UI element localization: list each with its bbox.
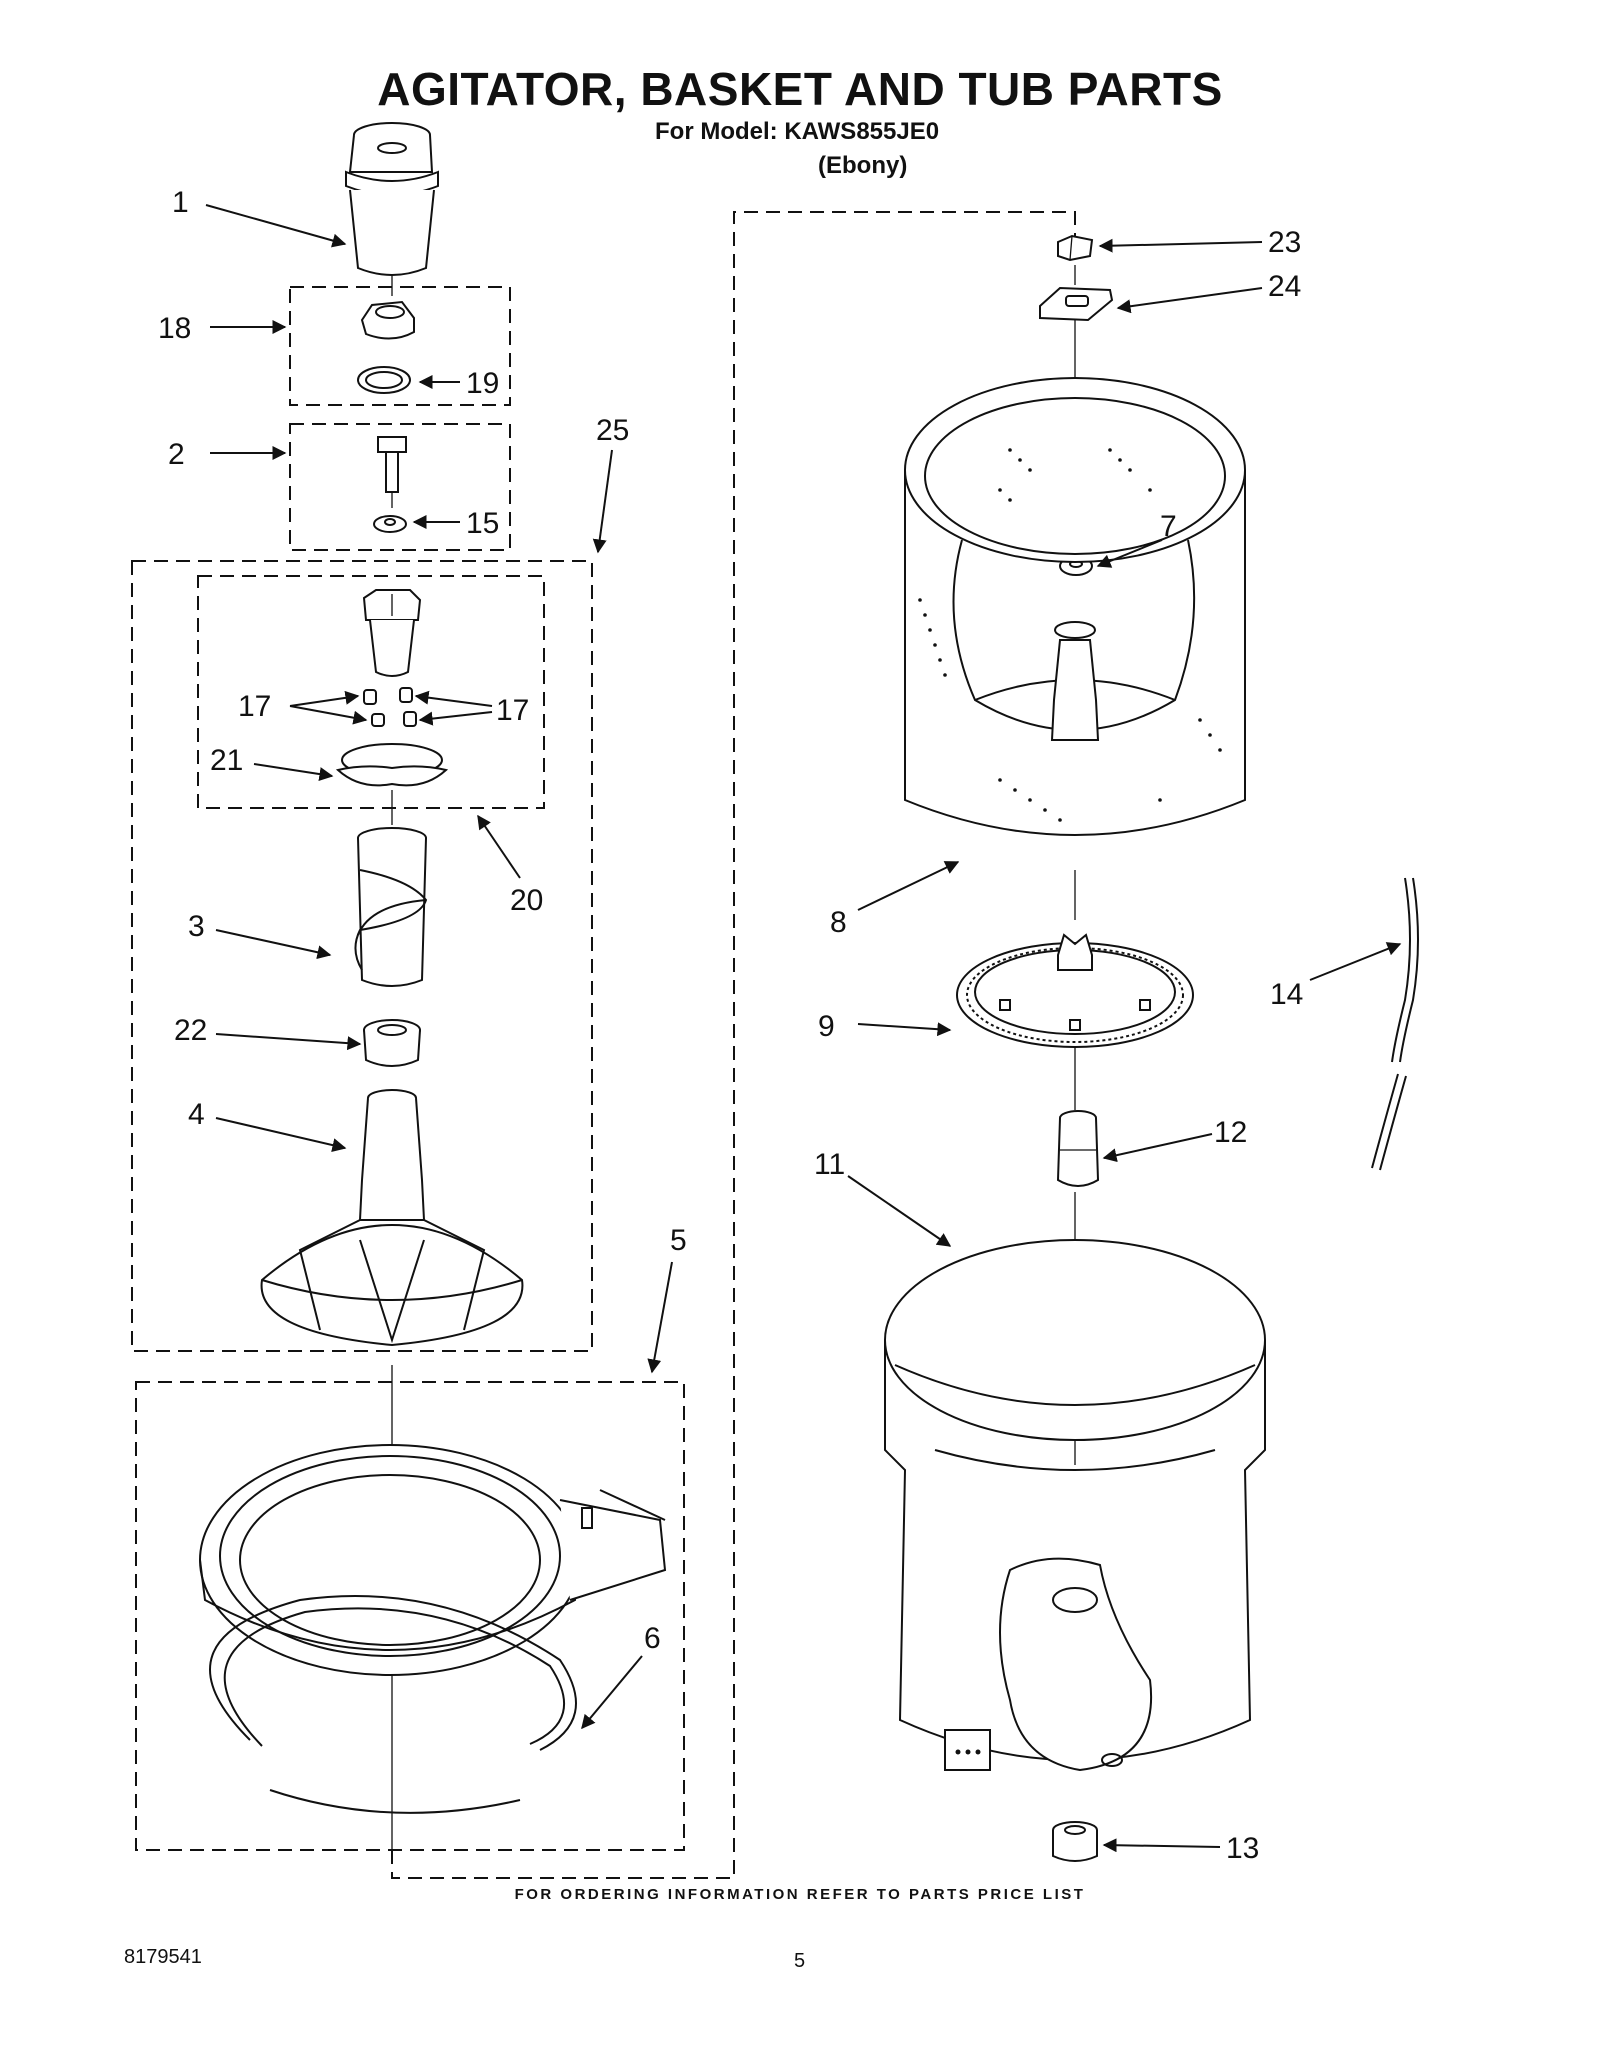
part-bearing <box>1056 1110 1100 1187</box>
group-box-2 <box>289 423 511 551</box>
group-box-25 <box>131 560 593 1352</box>
callout-19: 19 <box>466 367 499 400</box>
callout-1: 1 <box>172 186 189 219</box>
part-spin-basket <box>904 377 1246 836</box>
part-agitator-cap <box>345 122 439 276</box>
callout-8: 8 <box>830 906 847 939</box>
callout-6: 6 <box>644 1622 661 1655</box>
part-spacer <box>363 1019 421 1067</box>
model-line: For Model: KAWS855JE0 <box>655 118 940 145</box>
part-hose <box>1371 877 1419 1171</box>
callout-7: 7 <box>1160 510 1177 543</box>
callout-14: 14 <box>1270 978 1303 1011</box>
part-agitator-base <box>260 1089 524 1347</box>
part-balance-ring <box>956 933 1194 1048</box>
part-bolt <box>377 436 407 493</box>
callout-21: 21 <box>210 744 243 777</box>
part-auger <box>354 827 428 987</box>
callout-4: 4 <box>188 1098 205 1131</box>
callout-12: 12 <box>1214 1116 1247 1149</box>
leader-arrows <box>205 204 1402 1853</box>
callout-23: 23 <box>1268 226 1301 259</box>
callout-17-right: 17 <box>496 694 529 727</box>
page-number: 5 <box>794 1950 806 1972</box>
group-box-5 <box>135 1381 685 1851</box>
part-outer-tub <box>884 1239 1266 1772</box>
callout-2: 2 <box>168 438 185 471</box>
callout-18: 18 <box>158 312 191 345</box>
part-washer <box>373 515 407 533</box>
part-o-ring <box>357 366 411 394</box>
callout-25: 25 <box>596 414 629 447</box>
callout-20: 20 <box>510 884 543 917</box>
callout-24: 24 <box>1268 270 1301 303</box>
callout-15: 15 <box>466 507 499 540</box>
basket-perforations <box>918 448 1222 822</box>
ordering-note: FOR ORDERING INFORMATION REFER TO PARTS … <box>514 1886 1086 1903</box>
model-variant: (Ebony) <box>818 152 908 179</box>
part-tub-seal <box>1052 1821 1098 1862</box>
part-snap-ring <box>209 1595 577 1814</box>
callout-3: 3 <box>188 910 205 943</box>
callout-17-left: 17 <box>238 690 271 723</box>
callout-11: 11 <box>814 1148 845 1181</box>
part-agitator-dogs <box>363 687 417 727</box>
callout-5: 5 <box>670 1224 687 1257</box>
page-title: AGITATOR, BASKET AND TUB PARTS <box>377 63 1223 115</box>
callout-9: 9 <box>818 1010 835 1043</box>
part-tub-ring <box>199 1444 667 1676</box>
part-cam-drive <box>362 589 422 677</box>
part-cam <box>335 743 449 787</box>
part-plate <box>1039 286 1114 322</box>
connector-line <box>391 211 1076 1879</box>
callout-22: 22 <box>174 1014 207 1047</box>
callout-13: 13 <box>1226 1832 1259 1865</box>
group-box-18 <box>289 286 511 406</box>
document-number: 8179541 <box>124 1946 202 1968</box>
part-dispenser-cap <box>360 300 415 340</box>
part-nut <box>1057 234 1094 262</box>
group-box-20 <box>197 575 545 809</box>
